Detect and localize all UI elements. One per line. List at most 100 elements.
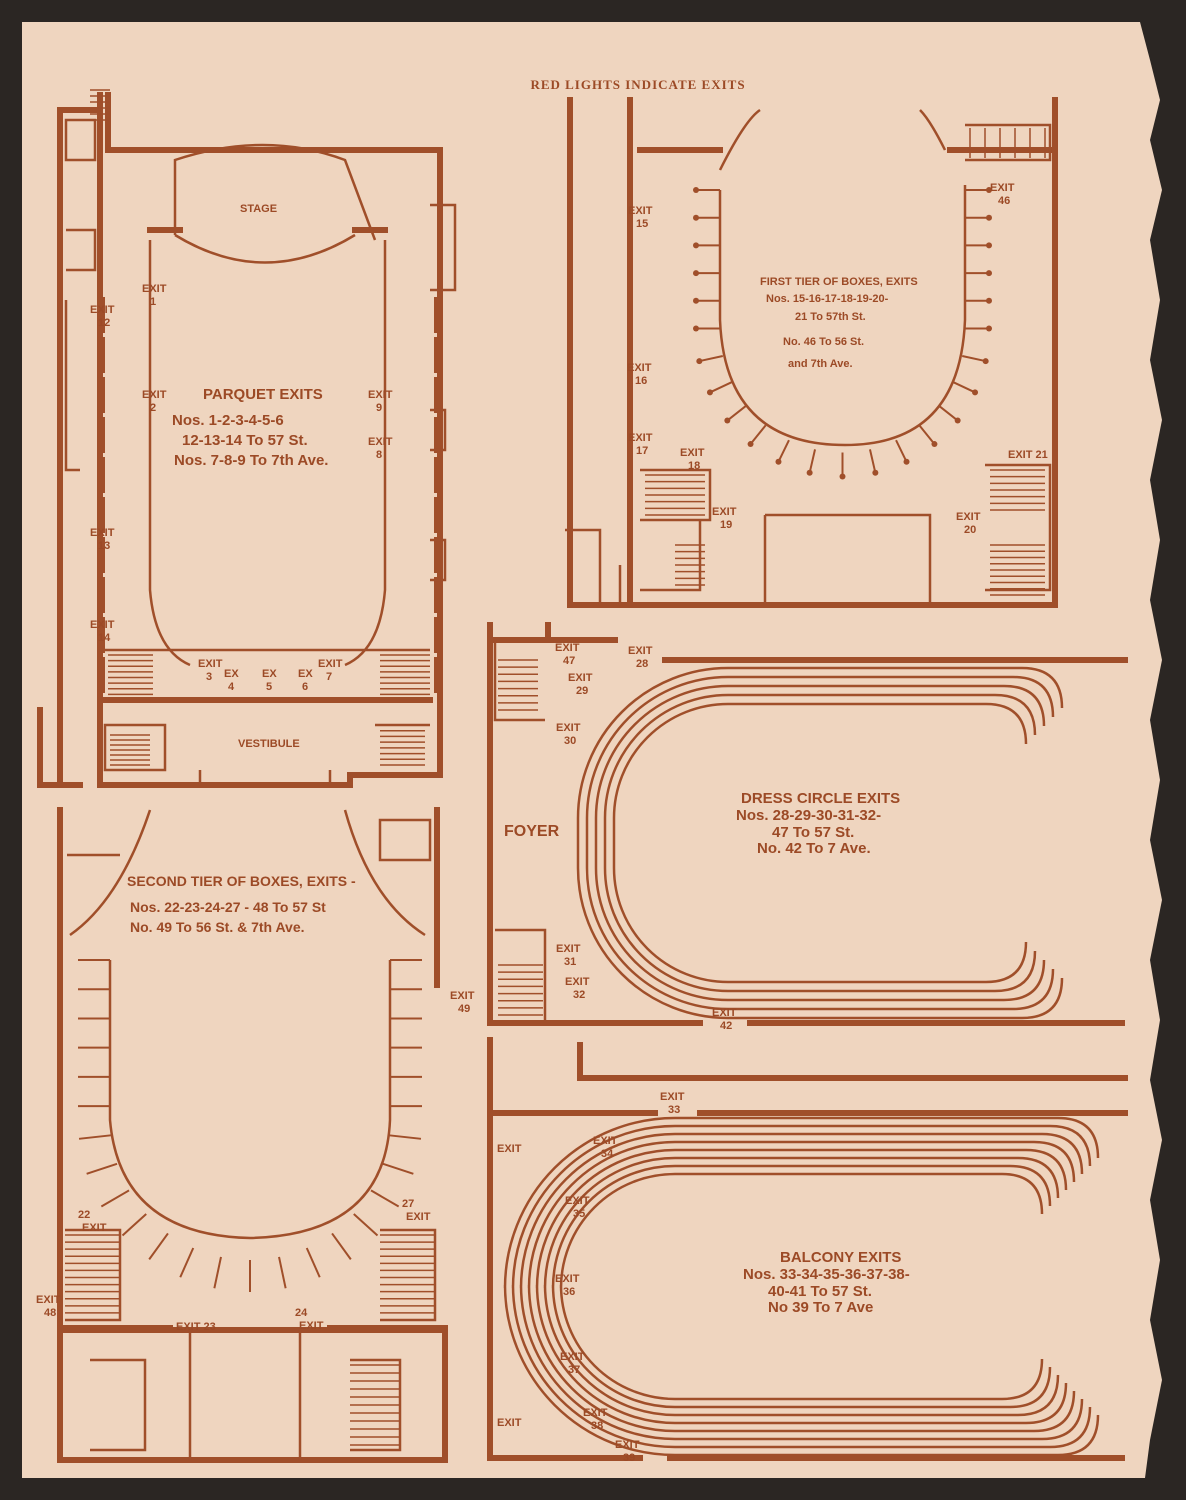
box-door bbox=[986, 214, 992, 221]
box-divider bbox=[809, 449, 817, 472]
exit-number: 19 bbox=[720, 519, 732, 531]
exit-label: EXIT bbox=[142, 283, 167, 295]
parquet-line-2: 12-13-14 To 57 St. bbox=[182, 432, 308, 449]
exit-label: EXIT bbox=[628, 432, 653, 444]
paper bbox=[22, 22, 1162, 1478]
exit-number: 32 bbox=[573, 989, 585, 1001]
exit-label: EXIT bbox=[142, 389, 167, 401]
exit-number: 20 bbox=[964, 524, 976, 536]
exit-label: EXIT bbox=[628, 205, 653, 217]
dress-circle-line-2: 47 To 57 St. bbox=[772, 824, 854, 841]
box-door bbox=[972, 389, 979, 396]
dress-circle-heading: DRESS CIRCLE EXITS bbox=[741, 790, 900, 807]
exit-label: EXIT bbox=[712, 1007, 737, 1019]
exit-label: EXIT bbox=[497, 1143, 522, 1155]
box-divider bbox=[938, 404, 957, 421]
box-divider bbox=[728, 404, 747, 421]
exit-number: 35 bbox=[573, 1208, 585, 1220]
exit-number: 33 bbox=[668, 1104, 680, 1116]
box-door bbox=[706, 389, 713, 396]
exit-label: EXIT bbox=[565, 976, 590, 988]
exit-number: 42 bbox=[720, 1020, 732, 1032]
vestibule-label: VESTIBULE bbox=[238, 738, 300, 750]
exit-number: 47 bbox=[563, 655, 575, 667]
exit-number: 13 bbox=[98, 540, 110, 552]
seating-row bbox=[594, 684, 1046, 1002]
parquet-line-3: Nos. 7-8-9 To 7th Ave. bbox=[174, 452, 328, 469]
box-divider bbox=[78, 1134, 111, 1140]
box-door bbox=[986, 325, 992, 332]
exit-label: EXIT bbox=[627, 362, 652, 374]
balcony-line-2: 40-41 To 57 St. bbox=[768, 1283, 872, 1300]
box-divider bbox=[751, 424, 767, 444]
exit-number: 8 bbox=[376, 449, 382, 461]
exit-label: EXIT bbox=[560, 1351, 585, 1363]
box-door bbox=[931, 441, 938, 448]
parquet-heading: PARQUET EXITS bbox=[203, 386, 323, 403]
first-tier-line-4: and 7th Ave. bbox=[788, 358, 853, 370]
exit-label: EXIT bbox=[318, 658, 343, 670]
exit-label: 27 bbox=[402, 1198, 414, 1210]
box-door bbox=[747, 441, 754, 448]
seating-row bbox=[503, 1116, 1100, 1457]
exit-number: 5 bbox=[266, 681, 272, 693]
box-door bbox=[903, 458, 910, 465]
box-door bbox=[986, 242, 992, 249]
exit-number: 6 bbox=[302, 681, 308, 693]
box-door bbox=[872, 469, 879, 476]
seating-row bbox=[543, 1156, 1060, 1417]
exit-number: 36 bbox=[563, 1286, 575, 1298]
exit-label: EXIT bbox=[556, 722, 581, 734]
box-door bbox=[696, 358, 703, 365]
box-door bbox=[839, 473, 846, 480]
exit-number: 2 bbox=[150, 402, 156, 414]
exit-label: 22 bbox=[78, 1209, 90, 1221]
box-divider bbox=[711, 381, 733, 393]
box-divider bbox=[305, 1247, 321, 1278]
exit-number: 14 bbox=[98, 632, 111, 644]
exit-number: 18 bbox=[688, 460, 700, 472]
box-divider bbox=[179, 1247, 195, 1278]
second-tier-plan: SECOND TIER OF BOXES, EXITS - Nos. 22-23… bbox=[57, 807, 448, 1463]
exit-label: EXIT bbox=[555, 1273, 580, 1285]
box-divider bbox=[868, 449, 876, 472]
exit-number: 39 bbox=[623, 1452, 635, 1464]
exit-label: EXIT bbox=[628, 645, 653, 657]
second-tier-line-2: No. 49 To 56 St. & 7th Ave. bbox=[130, 919, 305, 935]
exit-label: EXIT bbox=[680, 447, 705, 459]
seating-row bbox=[527, 1140, 1076, 1433]
box-door bbox=[986, 187, 992, 193]
box-door bbox=[693, 214, 699, 221]
seating-row bbox=[511, 1124, 1092, 1449]
exit-number: 49 bbox=[458, 1003, 470, 1015]
box-door bbox=[986, 270, 992, 277]
first-tier-line-3: No. 46 To 56 St. bbox=[783, 336, 864, 348]
seating-row bbox=[612, 702, 1028, 984]
exit-number: 3 bbox=[206, 671, 212, 683]
exit-number: 31 bbox=[564, 956, 576, 968]
balcony-rows bbox=[503, 1116, 1100, 1457]
box-door bbox=[693, 325, 699, 332]
exit-label: EXIT bbox=[556, 943, 581, 955]
exit-number: 29 bbox=[576, 685, 588, 697]
dress-circle-line-3: No. 42 To 7 Ave. bbox=[757, 840, 871, 857]
box-divider bbox=[100, 1189, 130, 1208]
seating-row bbox=[519, 1132, 1084, 1441]
exit-label: EX bbox=[298, 668, 313, 680]
seating-row bbox=[603, 693, 1037, 993]
exit-number: 12 bbox=[98, 317, 110, 329]
stage-label: STAGE bbox=[240, 203, 277, 215]
box-divider bbox=[370, 1189, 400, 1208]
exit-label: EX bbox=[224, 668, 239, 680]
exit-number: 30 bbox=[564, 735, 576, 747]
exit-label: EXIT bbox=[555, 642, 580, 654]
exit-number: 17 bbox=[636, 445, 648, 457]
dress-circle-line-1: Nos. 28-29-30-31-32- bbox=[736, 807, 881, 824]
exit-label: EXIT 21 bbox=[1008, 449, 1048, 461]
exit-number: EXIT bbox=[82, 1222, 107, 1234]
parquet-line-1: Nos. 1-2-3-4-5-6 bbox=[172, 412, 284, 429]
page-title: RED LIGHTS INDICATE EXITS bbox=[530, 77, 745, 92]
parquet-stairs bbox=[90, 89, 430, 766]
first-tier-line-2: 21 To 57th St. bbox=[795, 311, 866, 323]
box-door bbox=[986, 297, 992, 304]
